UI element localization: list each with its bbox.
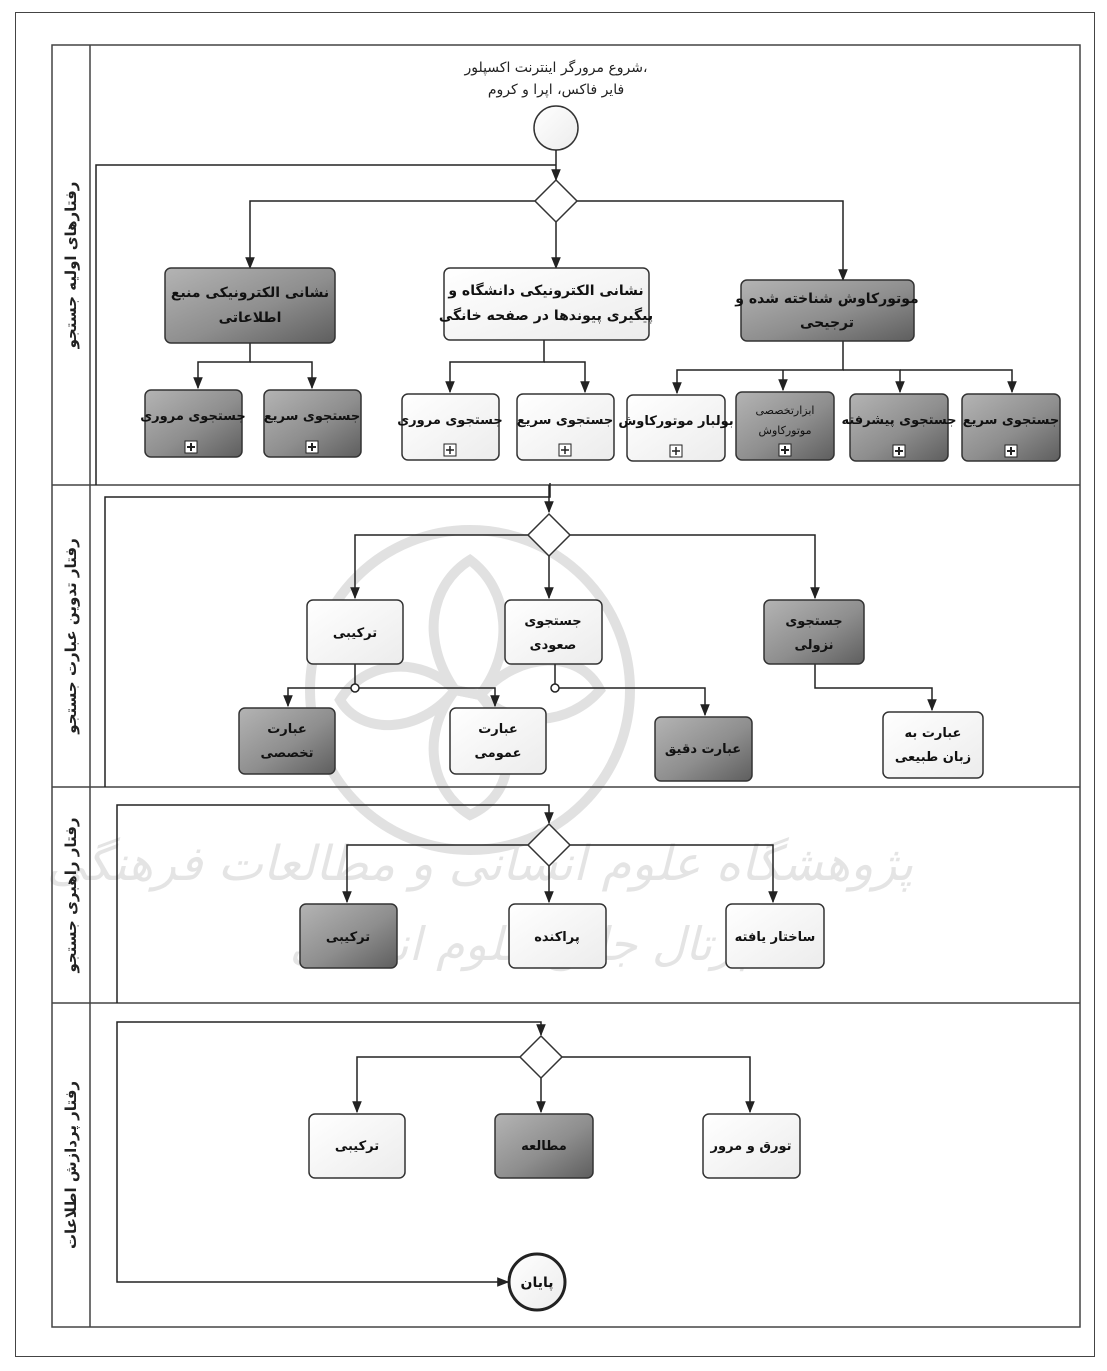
pool: [51, 44, 1081, 1328]
subtask-engine-boulevard: بولبار موتورکاوش: [618, 394, 734, 462]
svg-text:صعودی: صعودی: [530, 638, 577, 653]
svg-text:پایان: پایان: [521, 1275, 554, 1291]
gateways: [518, 178, 579, 1080]
gateway-4: [518, 1034, 564, 1080]
svg-text:پیگیری پیوندها در صفحه خانگی: پیگیری پیوندها در صفحه خانگی: [439, 307, 653, 324]
task-university-site: نشانی الکترونیکی دانشگاه و پیگیری پیونده…: [439, 267, 653, 341]
subtask-univ-browse: جستجوی مروری: [397, 393, 503, 461]
svg-text:مطالعه: مطالعه: [521, 1139, 567, 1154]
svg-text:تورق و مرور: تورق و مرور: [710, 1139, 792, 1154]
lane-labels: رفتارهای اولیه جستجو رفتار تدوین عبارت ج…: [62, 182, 81, 1249]
task-search-engine: موتورکاوش شناخته شده و ترجیحی: [734, 279, 919, 342]
svg-text:زبان طبیعی: زبان طبیعی: [895, 750, 971, 765]
start-label-line-1: شروع مرورگر اینترنت اکسپلور،: [463, 59, 647, 76]
svg-text:جستجوی: جستجوی: [785, 614, 842, 629]
subtask-engine-special: ابزارتخصصی موتورکاوش: [735, 391, 835, 461]
svg-text:ابزارتخصصی: ابزارتخصصی: [756, 404, 815, 417]
end-event: پایان: [507, 1252, 567, 1312]
task-specialized-phrase: عبارت تخصصی: [238, 707, 336, 775]
svg-text:عبارت به: عبارت به: [905, 726, 962, 741]
task-general-phrase: عبارت عمومی: [449, 707, 547, 775]
task-scattered: پراکنده: [508, 903, 607, 969]
svg-text:جستجوی سریع: جستجوی سریع: [517, 413, 614, 428]
task-ascending: جستجوی صعودی: [504, 599, 603, 665]
svg-text:جستجوی مروری: جستجوی مروری: [397, 413, 502, 428]
svg-text:اطلاعاتی: اطلاعاتی: [219, 310, 282, 326]
svg-text:بولبار موتورکاوش: بولبار موتورکاوش: [618, 414, 733, 429]
svg-text:جستجوی سریع: جستجوی سریع: [963, 413, 1060, 428]
subtask-engine-advanced: جستجوی پیشرفته: [841, 393, 957, 462]
subtask-source-browse: جستجوی مروری: [140, 389, 246, 458]
svg-text:عبارت: عبارت: [267, 722, 307, 737]
start-label-line-2: فایر فاکس، اپرا و کروم: [488, 82, 624, 98]
task-combined-processing: ترکیبی: [308, 1113, 406, 1179]
task-structured: ساختار یافته: [725, 903, 825, 969]
task-combined-formulation: ترکیبی: [306, 599, 404, 665]
svg-text:ترکیبی: ترکیبی: [335, 1139, 379, 1154]
subtask-source-quick: جستجوی سریع: [263, 389, 362, 458]
svg-text:عبارت دقیق: عبارت دقیق: [665, 742, 741, 757]
task-combined-navigation: ترکیبی: [299, 903, 398, 969]
svg-text:عبارت: عبارت: [478, 722, 518, 737]
svg-text:جستجوی سریع: جستجوی سریع: [264, 409, 361, 424]
svg-text:جستجوی: جستجوی: [524, 614, 581, 629]
svg-text:جستجوی پیشرفته: جستجوی پیشرفته: [841, 413, 956, 428]
start-event: شروع مرورگر اینترنت اکسپلور، فایر فاکس، …: [463, 59, 648, 151]
task-descending: جستجوی نزولی: [763, 599, 865, 665]
svg-text:جستجوی مروری: جستجوی مروری: [140, 409, 245, 424]
svg-text:ترکیبی: ترکیبی: [333, 626, 377, 641]
svg-text:ساختار یافته: ساختار یافته: [735, 930, 816, 945]
svg-text:موتورکاوش شناخته شده و: موتورکاوش شناخته شده و: [734, 291, 918, 307]
gateway-1: [533, 178, 579, 224]
lane-label-navigation: رفتار راهبری جستجو: [62, 817, 80, 973]
task-natural-language: عبارت به زبان طبیعی: [882, 711, 984, 779]
task-source-site: نشانی الکترونیکی منبع اطلاعاتی: [164, 267, 336, 344]
lane-label-formulation: رفتار تدوین عبارت جستجو: [62, 538, 80, 734]
connectors: [95, 150, 1017, 1287]
lane-label-processing: رفتار پردازش اطلاعات: [62, 1081, 81, 1249]
subtask-engine-quick: جستجوی سریع: [961, 393, 1061, 462]
gateway-2: [526, 512, 572, 558]
task-reading: مطالعه: [494, 1113, 594, 1179]
svg-text:نشانی الکترونیکی دانشگاه و: نشانی الکترونیکی دانشگاه و: [447, 282, 643, 299]
svg-text:نشانی الکترونیکی منبع: نشانی الکترونیکی منبع: [171, 285, 329, 301]
svg-text:موتورکاوش: موتورکاوش: [759, 424, 812, 437]
lane-label-initial: رفتارهای اولیه جستجو: [62, 182, 80, 350]
svg-text:عمومی: عمومی: [475, 746, 522, 761]
svg-text:نزولی: نزولی: [794, 638, 833, 653]
task-exact-phrase: عبارت دقیق: [654, 716, 753, 782]
svg-text:پراکنده: پراکنده: [534, 930, 579, 945]
subtask-univ-quick: جستجوی سریع: [516, 393, 615, 461]
gateway-3: [526, 822, 572, 868]
svg-text:ترکیبی: ترکیبی: [326, 930, 370, 945]
task-browsing: تورق و مرور: [702, 1113, 801, 1179]
svg-text:تخصصی: تخصصی: [260, 746, 313, 761]
outer-frame: [15, 12, 1095, 1357]
svg-text:ترجیحی: ترجیحی: [800, 315, 854, 331]
